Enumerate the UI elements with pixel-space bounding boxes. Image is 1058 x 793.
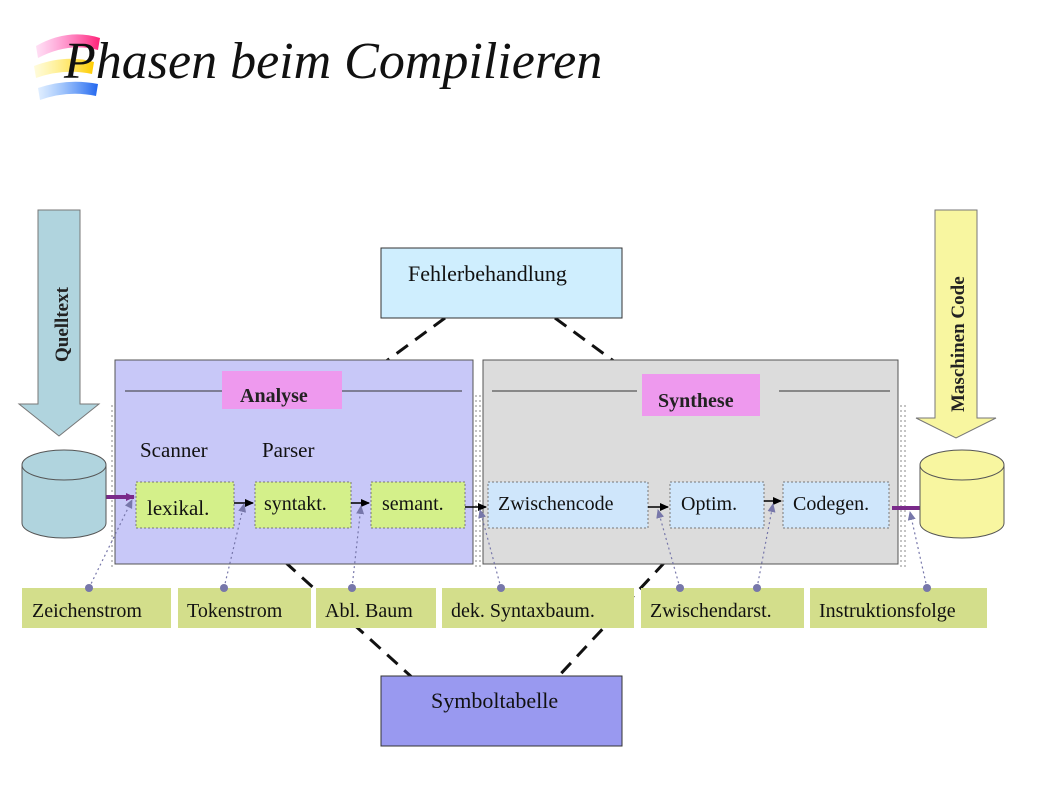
synthesis-label: Synthese: [658, 390, 734, 412]
phase-box-zwischencode: Zwischencode: [487, 481, 649, 529]
scanner-label: Scanner: [140, 438, 208, 462]
parser-label: Parser: [262, 438, 314, 462]
representation-box-dek-syntaxbaum: dek. Syntaxbaum.: [442, 588, 634, 628]
representation-label-zwischendarst: Zwischendarst.: [650, 600, 772, 622]
representation-box-zwischendarst: Zwischendarst.: [641, 588, 804, 628]
representation-label-dek-syntaxbaum: dek. Syntaxbaum.: [451, 600, 595, 622]
error-handling-box: Fehlerbehandlung: [380, 247, 623, 319]
source-text-arrow: Quelltext: [17, 209, 101, 437]
machine-code-arrow: Maschinen Code: [915, 209, 997, 439]
panel-separators: [111, 395, 906, 570]
phase-label-optim: Optim.: [681, 493, 737, 515]
machine-code-label: Maschinen Code: [948, 276, 969, 412]
phase-box-lexikal: lexikal.: [135, 481, 235, 529]
representation-pointer-dots: [85, 584, 931, 592]
symbol-table-label: Symboltabelle: [431, 688, 558, 713]
input-cylinder-icon: [21, 449, 107, 539]
synthesis-panel: Synthese: [482, 359, 899, 565]
representation-label-abl-baum: Abl. Baum: [325, 600, 413, 622]
phase-label-zwischencode: Zwischencode: [498, 493, 614, 515]
title-decoration-icon: [34, 34, 100, 100]
symbol-table-box: Symboltabelle: [380, 675, 623, 747]
representation-pointers: [88, 499, 928, 589]
phase-box-optim: Optim.: [669, 481, 765, 529]
phase-label-semant: semant.: [382, 493, 444, 515]
representation-label-instruktionsfolge: Instruktionsfolge: [819, 600, 956, 622]
error-handling-label: Fehlerbehandlung: [408, 261, 567, 286]
representation-box-tokenstrom: Tokenstrom: [178, 588, 311, 628]
io-connectors: [106, 493, 920, 510]
phase-label-lexikal: lexikal.: [147, 496, 209, 520]
representation-box-instruktionsfolge: Instruktionsfolge: [810, 588, 987, 628]
phase-box-codegen: Codegen.: [782, 481, 890, 529]
representation-box-abl-baum: Abl. Baum: [316, 588, 436, 628]
phase-label-syntakt: syntakt.: [264, 493, 327, 515]
source-text-label: Quelltext: [52, 286, 73, 362]
phase-box-syntakt: syntakt.: [254, 481, 352, 529]
representation-label-tokenstrom: Tokenstrom: [187, 600, 283, 622]
phase-box-semant: semant.: [370, 481, 466, 529]
analysis-label: Analyse: [240, 385, 308, 407]
phase-arrows: [234, 497, 782, 511]
representation-label-zeichenstrom: Zeichenstrom: [32, 600, 142, 622]
output-cylinder-icon: [919, 449, 1005, 539]
analysis-panel: Analyse Scanner Parser: [114, 359, 474, 565]
page-title: Phasen beim Compilieren: [64, 33, 603, 90]
phase-label-codegen: Codegen.: [793, 493, 869, 515]
representation-box-zeichenstrom: Zeichenstrom: [22, 588, 171, 628]
